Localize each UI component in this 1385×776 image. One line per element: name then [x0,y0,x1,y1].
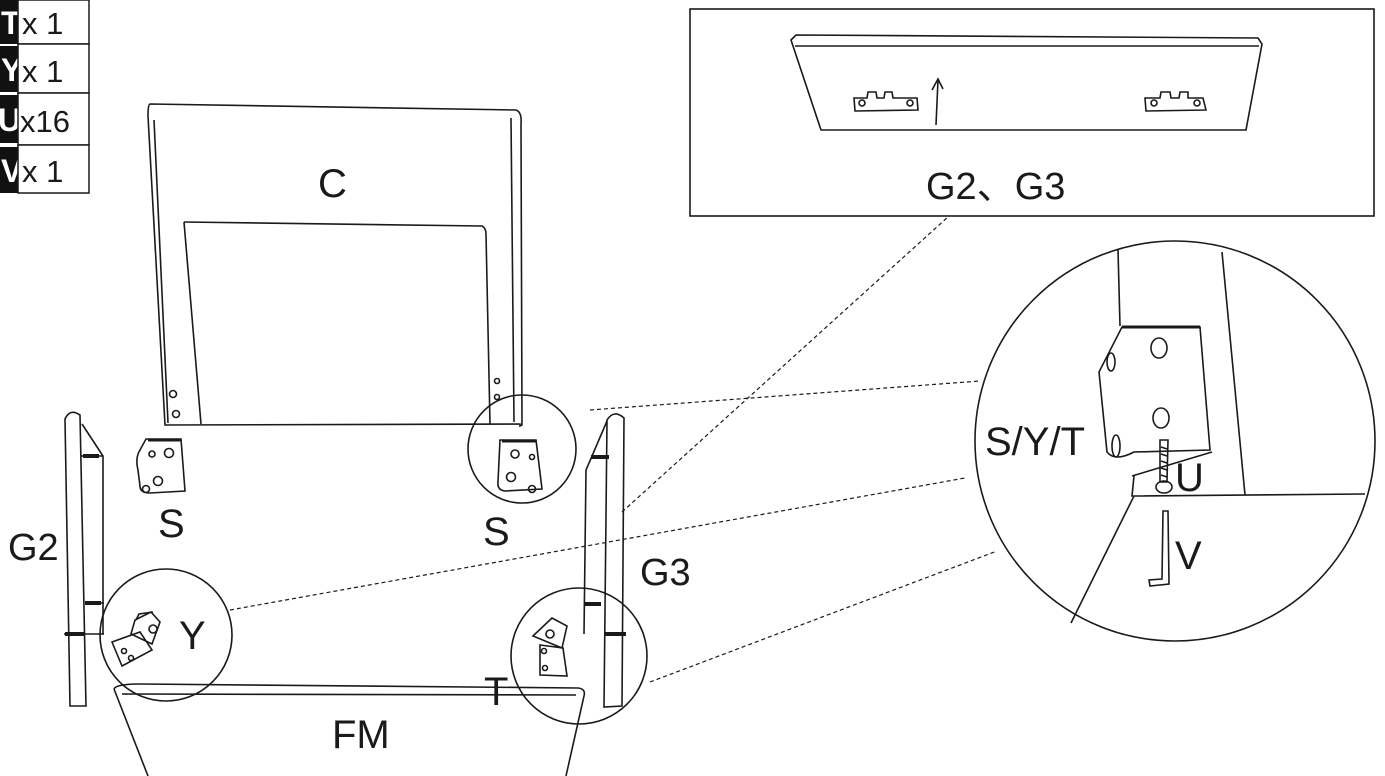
parts-list: T x 1 Y x 1 U x16 V x 1 [0,0,90,194]
part-qty-v: x 1 [22,154,63,189]
zoom-label-brackets: S/Y/T [985,420,1085,464]
part-qty-y: x 1 [22,54,63,89]
zoom-detail: S/Y/T U V [974,240,1376,642]
zoom-label-screw: U [1175,456,1204,500]
label-corner-t: T [484,670,508,714]
part-code-y: Y [1,52,22,88]
label-leg-g2: G2 [8,527,59,569]
label-bracket-s-right: S [483,510,510,554]
label-back-panel: C [318,162,347,206]
corner-bracket-y: Y [99,568,233,702]
leg-g2: G2 [8,411,104,707]
leg-g3: G3 [583,413,691,708]
bracket-s-left: S [136,438,186,546]
corner-bracket-t: T [484,587,648,725]
leader-lines [229,215,998,683]
front-panel-fm: FM [113,683,586,776]
parts-row-t: T x 1 [0,0,90,45]
inset-caption: G2、G3 [926,166,1065,208]
label-corner-y: Y [179,614,206,658]
parts-row-y: Y x 1 [0,43,90,94]
parts-row-u: U x16 [0,92,90,146]
inset-leg-detail: G2、G3 [689,8,1375,217]
label-bracket-s-left: S [158,502,185,546]
part-code-t: T [1,5,21,41]
bracket-s-right: S [467,394,577,554]
part-qty-t: x 1 [22,6,63,41]
parts-row-v: V x 1 [0,144,90,194]
part-code-u: U [0,102,21,138]
part-qty-u: x16 [20,104,70,139]
back-panel-c: C [147,103,523,428]
label-front-panel: FM [332,713,390,757]
label-leg-g3: G3 [640,552,691,594]
zoom-label-key: V [1175,534,1202,578]
